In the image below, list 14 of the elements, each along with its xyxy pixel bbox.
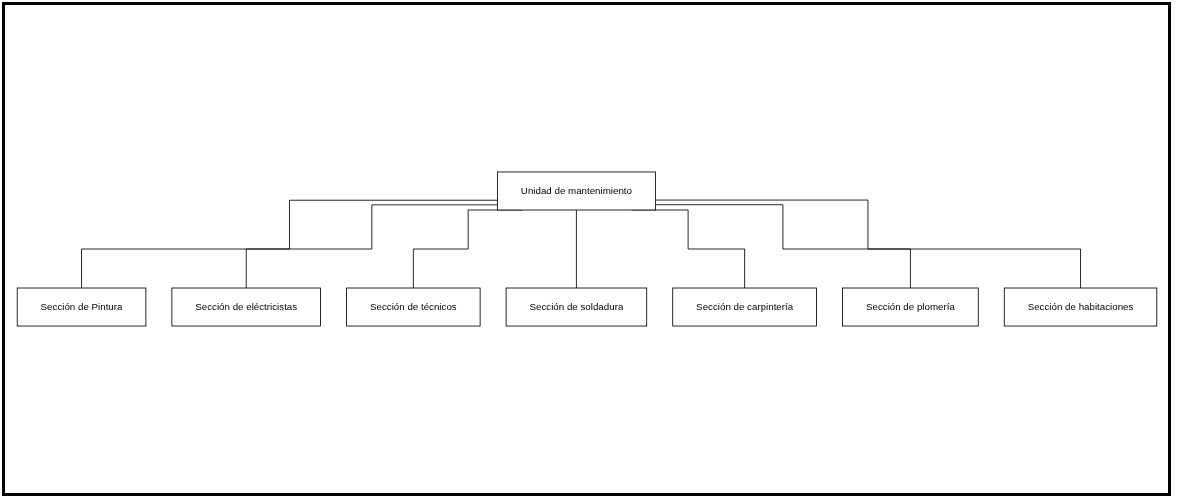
node-box <box>671 287 817 327</box>
connector <box>654 204 911 289</box>
connector <box>575 209 577 289</box>
node-box <box>1003 287 1157 327</box>
node-box <box>841 287 979 327</box>
node-box <box>170 287 321 327</box>
node-box <box>496 171 656 211</box>
node-box <box>16 287 146 327</box>
connector <box>654 199 1081 289</box>
node-box <box>505 287 647 327</box>
connector <box>245 204 498 289</box>
connector <box>80 199 498 289</box>
node-box <box>345 287 481 327</box>
diagram-frame: Unidad de mantenimiento Sección de Pintura Sección de eléctricistas Sección de técnicos Sección de soldadura Sección de carpintería Sección de plomería Sección de habitaciones <box>2 2 1171 496</box>
